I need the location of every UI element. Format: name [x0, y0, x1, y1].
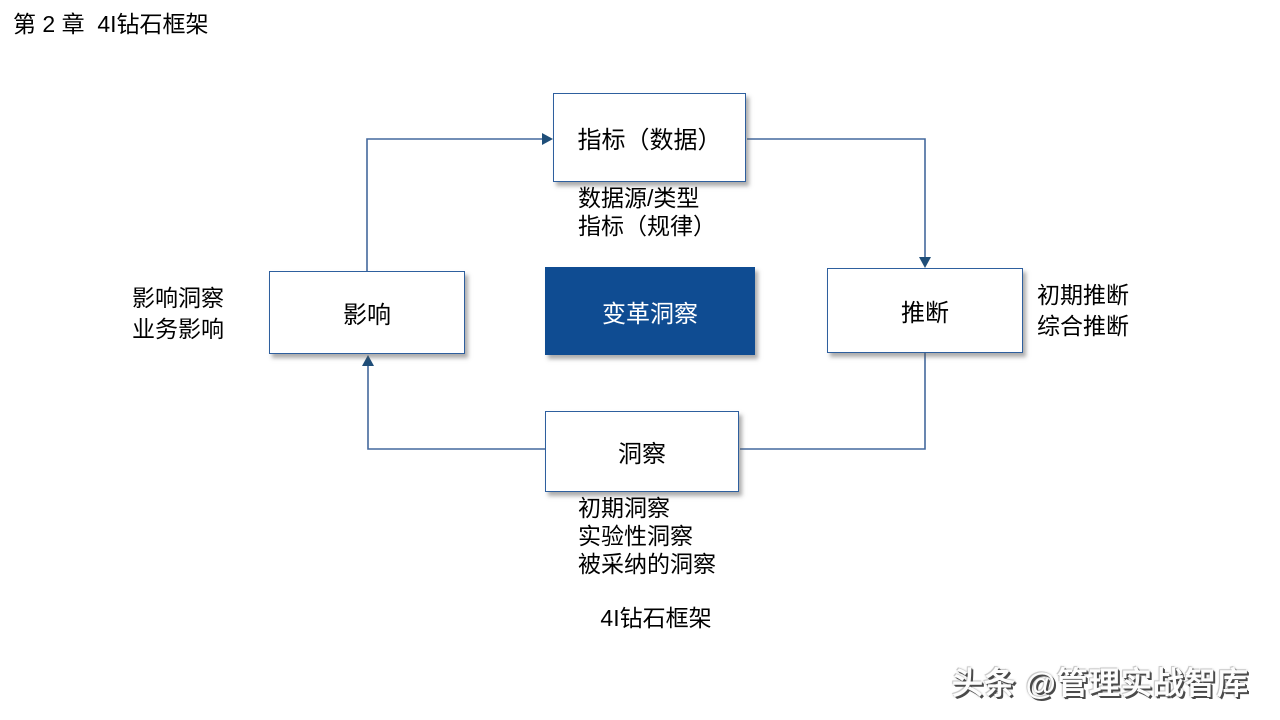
insight-note-line-3: 被采纳的洞察 [578, 551, 716, 577]
node-inference: 推断 [827, 268, 1023, 353]
insight-note: 初期洞察 实验性洞察 被采纳的洞察 [578, 494, 716, 578]
page-title: 第 2 章 4I钻石框架 [13, 11, 209, 37]
inference-note-line-1: 初期推断 [1037, 282, 1129, 308]
node-center-insight-label: 变革洞察 [602, 300, 698, 328]
insight-note-line-1: 初期洞察 [578, 495, 670, 521]
node-insight: 洞察 [545, 411, 739, 492]
node-indicator-label: 指标（数据） [577, 127, 722, 154]
inference-note: 初期推断 综合推断 [1037, 280, 1129, 342]
diagram-caption: 4I钻石框架 [600, 605, 712, 631]
connector-indicator-to-inference [747, 138, 931, 268]
indicator-note: 数据源/类型 指标（规律） [578, 184, 716, 240]
node-impact: 影响 [269, 271, 465, 354]
connector-inference-to-insight [740, 353, 926, 450]
node-impact-label: 影响 [343, 302, 391, 329]
node-indicator: 指标（数据） [553, 93, 746, 182]
inference-note-line-2: 综合推断 [1037, 313, 1129, 339]
impact-note-line-1: 影响洞察 [132, 285, 224, 311]
impact-note-line-2: 业务影响 [132, 316, 224, 342]
connector-insight-to-impact [362, 355, 545, 450]
indicator-note-line-1: 数据源/类型 [578, 185, 700, 211]
indicator-note-line-2: 指标（规律） [578, 213, 716, 239]
impact-note: 影响洞察 业务影响 [108, 283, 248, 345]
insight-note-line-2: 实验性洞察 [578, 523, 693, 549]
node-inference-label: 推断 [901, 300, 949, 327]
watermark: 头条 @管理实战智库 [952, 666, 1249, 701]
node-insight-label: 洞察 [618, 441, 666, 468]
connector-impact-to-indicator [366, 133, 553, 271]
node-center-insight: 变革洞察 [545, 267, 755, 355]
